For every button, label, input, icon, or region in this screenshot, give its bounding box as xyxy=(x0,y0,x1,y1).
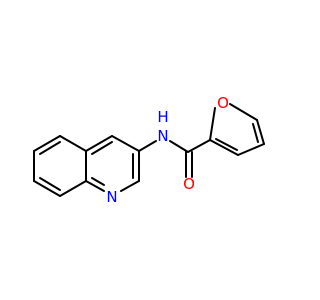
bond-b-c6-c5-inner xyxy=(39,141,61,155)
amide-hydrogen-label: H xyxy=(157,108,168,126)
bond-furan-o-c2 xyxy=(209,107,216,141)
bond-q-c3-c4 xyxy=(111,135,140,152)
bond-furan-c3-c4 xyxy=(237,143,265,156)
bond-q-n1-c8a-inner xyxy=(91,177,105,186)
bond-carbonyl-nh xyxy=(169,140,189,153)
bond-b-c8a-c8 xyxy=(59,180,87,197)
bond-q-c4a-c4-inner xyxy=(91,141,113,155)
bond-b-c5-c4a xyxy=(59,135,87,152)
quinoline-ring xyxy=(33,135,140,197)
bond-b-c8-c7 xyxy=(33,180,61,197)
bond-furan-o-c5 xyxy=(229,103,258,121)
bond-nh-c3 xyxy=(138,140,157,152)
bond-furan-c2-c3-inner xyxy=(215,138,238,151)
bond-c2-carbonyl xyxy=(187,139,211,153)
bond-b-c8-c7-inner xyxy=(39,177,61,191)
amide-group xyxy=(138,139,211,178)
bond-b-c6-c5 xyxy=(33,135,61,152)
furan-ring xyxy=(209,103,265,156)
bond-q-n1-c8a xyxy=(85,180,105,192)
bond-q-c4a-c4 xyxy=(85,135,113,152)
bond-q-c2-n1 xyxy=(120,180,140,192)
bond-furan-c4-c5 xyxy=(256,119,265,145)
furan-oxygen-label: O xyxy=(217,94,229,112)
bond-furan-c4-c5-inner xyxy=(252,123,259,143)
molecule-structure: O N H O N xyxy=(33,94,265,206)
amide-nitrogen-label: N xyxy=(157,127,168,145)
bond-furan-c2-c3 xyxy=(209,139,239,156)
quinoline-nitrogen-label: N xyxy=(106,188,117,206)
carbonyl-oxygen-label: O xyxy=(183,175,195,193)
